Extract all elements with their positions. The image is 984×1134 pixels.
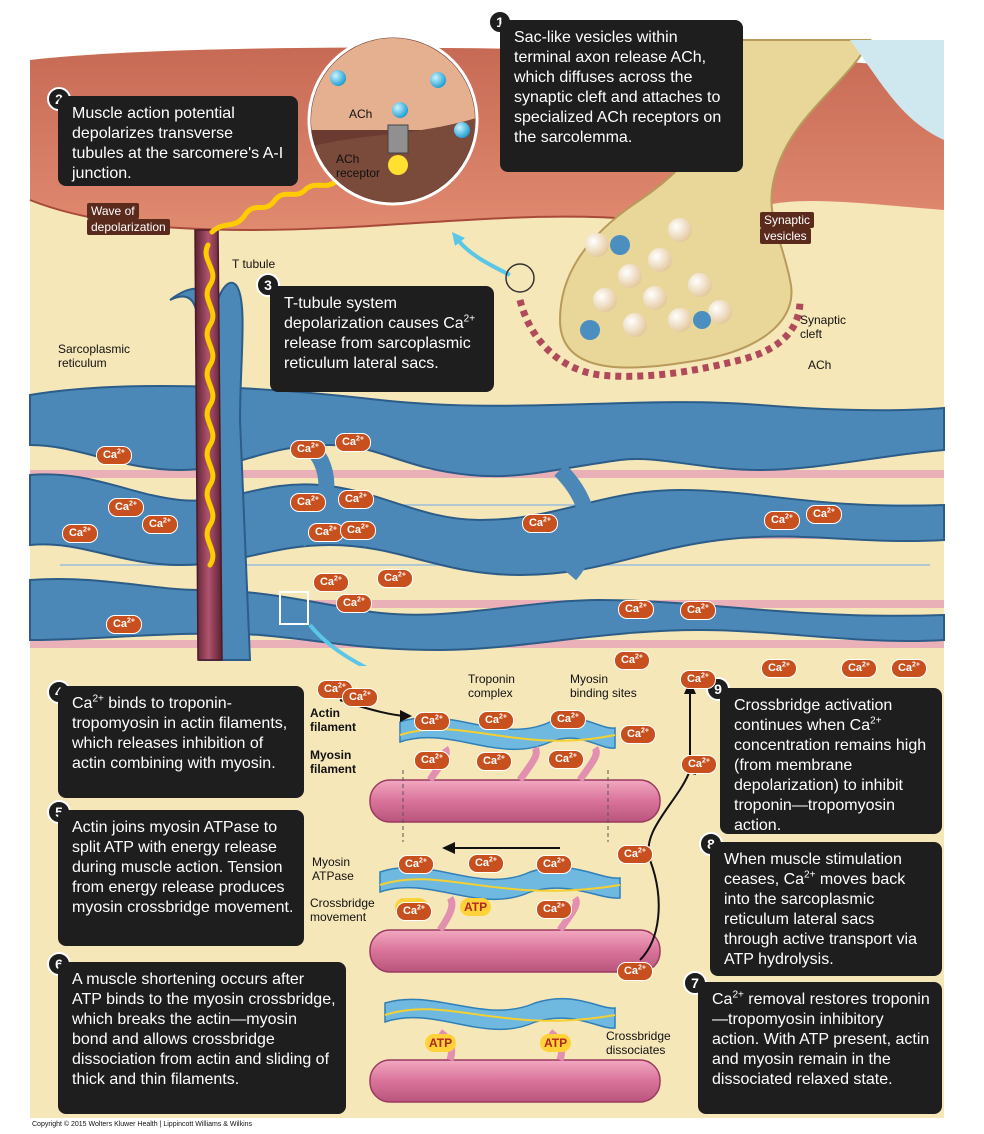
calcium-ion-badge: Ca2+ (550, 710, 586, 729)
atp-token: ATP (425, 1034, 457, 1052)
label-synaptic-vesicles-line2: vesicles (760, 228, 811, 244)
calcium-ion-badge: Ca2+ (342, 688, 378, 707)
calcium-ion-badge: Ca2+ (62, 524, 98, 543)
label-crossbridge-movement-line1: Crossbridge (310, 896, 375, 910)
calcium-ion-badge: Ca2+ (414, 712, 450, 731)
label-synaptic-cleft-line1: Synaptic (800, 313, 847, 327)
calcium-ion-badge: Ca2+ (680, 670, 716, 689)
label-myosin-binding-line2: binding sites (570, 686, 637, 700)
calcium-ion-badge: Ca2+ (681, 755, 717, 774)
calcium-ion-badge: Ca2+ (396, 902, 432, 921)
zoom-source-circle (505, 263, 535, 293)
label-wave-line2: depolarization (87, 219, 170, 235)
step-box-5: Actin joins myosin ATPase to split ATP w… (58, 810, 304, 946)
axon-nerve (850, 40, 944, 140)
calcium-ion-badge: Ca2+ (108, 498, 144, 517)
calcium-ion-badge: Ca2+ (338, 490, 374, 509)
calcium-ion-badge: Ca2+ (308, 523, 344, 542)
calcium-ion-badge: Ca2+ (536, 900, 572, 919)
calcium-ion-badge: Ca2+ (764, 511, 800, 530)
label-crossbridge-movement-line2: movement (310, 910, 367, 924)
label-ach-zoom: ACh (349, 107, 373, 121)
label-crossbridge-dissociates-line1: Crossbridge (606, 1029, 671, 1043)
label-myosin-binding-line1: Myosin (570, 672, 609, 686)
step-box-6: A muscle shortening occurs after ATP bin… (58, 962, 346, 1114)
calcium-ion-badge: Ca2+ (617, 962, 653, 981)
calcium-ion-badge: Ca2+ (313, 573, 349, 592)
step-box-1: Sac-like vesicles within terminal axon r… (500, 20, 743, 172)
label-synaptic-cleft-line2: cleft (800, 327, 823, 341)
label-myosin-atpase-line2: ATPase (312, 869, 354, 883)
calcium-ion-badge: Ca2+ (335, 433, 371, 452)
label-ach-receptor-line1: ACh (336, 152, 360, 166)
calcium-ion-badge: Ca2+ (806, 505, 842, 524)
atp-token: ATP (540, 1034, 572, 1052)
calcium-ion-badge: Ca2+ (841, 659, 877, 678)
label-sr-line2: reticulum (58, 356, 107, 370)
calcium-ion-badge: Ca2+ (548, 750, 584, 769)
calcium-ion-badge: Ca2+ (614, 651, 650, 670)
calcium-ion-badge: Ca2+ (891, 659, 927, 678)
calcium-ion-badge: Ca2+ (290, 440, 326, 459)
calcium-ion-badge: Ca2+ (340, 521, 376, 540)
calcium-ion-badge: Ca2+ (478, 711, 514, 730)
calcium-ion-badge: Ca2+ (106, 615, 142, 634)
calcium-ion-badge: Ca2+ (336, 594, 372, 613)
zoom-box (279, 591, 309, 625)
sarcoplasmic-reticulum (29, 281, 945, 661)
step-box-3: T-tubule system depolarization causes Ca… (270, 286, 494, 392)
calcium-ion-badge: Ca2+ (536, 855, 572, 874)
label-troponin-line1: Troponin (468, 672, 515, 686)
axon-terminal (516, 39, 872, 380)
label-synaptic-vesicles-line1: Synaptic (760, 212, 815, 228)
label-troponin-line2: complex (468, 686, 513, 700)
label-myosin-filament-line2: filament (310, 762, 357, 776)
calcium-ion-badge: Ca2+ (761, 659, 797, 678)
calcium-ion-badge: Ca2+ (617, 845, 653, 864)
label-crossbridge-dissociates-line2: dissociates (606, 1043, 666, 1057)
calcium-ion-badge: Ca2+ (620, 725, 656, 744)
step-box-4: Ca2+ binds to troponin-tropomyosin in ac… (58, 686, 304, 798)
step-box-2: Muscle action potential depolarizes tran… (58, 96, 298, 186)
calcium-ion-badge: Ca2+ (96, 446, 132, 465)
step-box-9: Crossbridge activation continues when Ca… (720, 688, 942, 834)
label-actin-filament-line2: filament (310, 720, 357, 734)
calcium-ion-badge: Ca2+ (618, 600, 654, 619)
calcium-ion-badge: Ca2+ (522, 514, 558, 533)
label-t-tubule: T tubule (232, 257, 276, 271)
calcium-ion-badge: Ca2+ (142, 515, 178, 534)
calcium-ion-badge: Ca2+ (468, 854, 504, 873)
depolarization-wave-top (209, 172, 363, 235)
calcium-ion-badge: Ca2+ (476, 752, 512, 771)
copyright: Copyright © 2015 Wolters Kluwer Health |… (32, 1121, 253, 1128)
calcium-ion-badge: Ca2+ (414, 751, 450, 770)
step-box-8: When muscle stimulation ceases, Ca2+ mov… (710, 842, 942, 976)
label-myosin-atpase-line1: Myosin (312, 855, 351, 869)
atp-token: ATP (460, 898, 492, 916)
label-wave-line1: Wave of (87, 203, 139, 219)
filament-set-2 (369, 842, 661, 973)
label-actin-filament-line1: Actin (310, 706, 340, 720)
label-myosin-filament-line1: Myosin (310, 748, 352, 762)
label-ach-receptor-line2: receptor (336, 166, 381, 180)
calcium-ion-badge: Ca2+ (680, 601, 716, 620)
calcium-ion-badge: Ca2+ (377, 569, 413, 588)
calcium-ion-badge: Ca2+ (290, 493, 326, 512)
calcium-ion-badge: Ca2+ (398, 855, 434, 874)
filament-set-3 (369, 997, 661, 1103)
label-ach-cleft: ACh (808, 358, 832, 372)
depolarization-wave-down (203, 242, 216, 568)
label-sr-line1: Sarcoplasmic (58, 342, 131, 356)
step-box-7: Ca2+ removal restores troponin—tropomyos… (698, 982, 942, 1114)
zoom-arrow (456, 238, 511, 277)
dashed-guide (402, 770, 609, 842)
